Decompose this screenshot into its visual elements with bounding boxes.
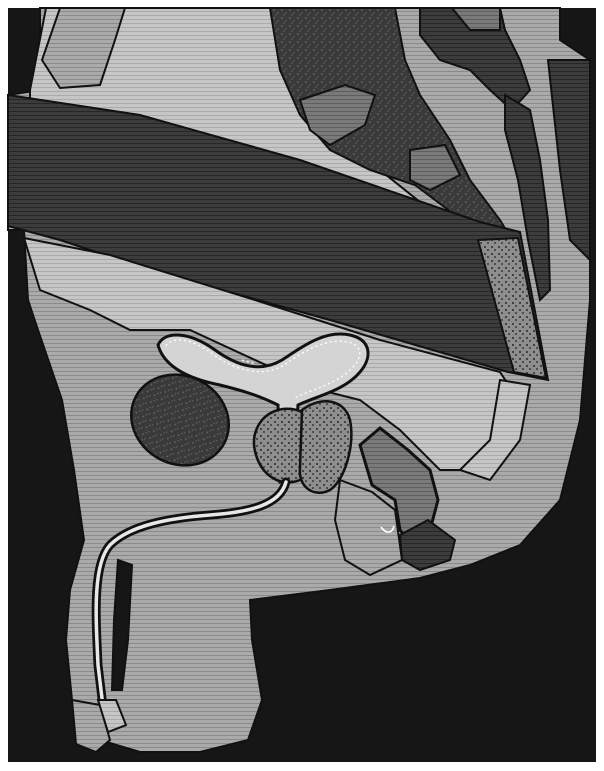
anatomy-illustration <box>0 0 604 771</box>
figure-stage <box>0 0 604 771</box>
